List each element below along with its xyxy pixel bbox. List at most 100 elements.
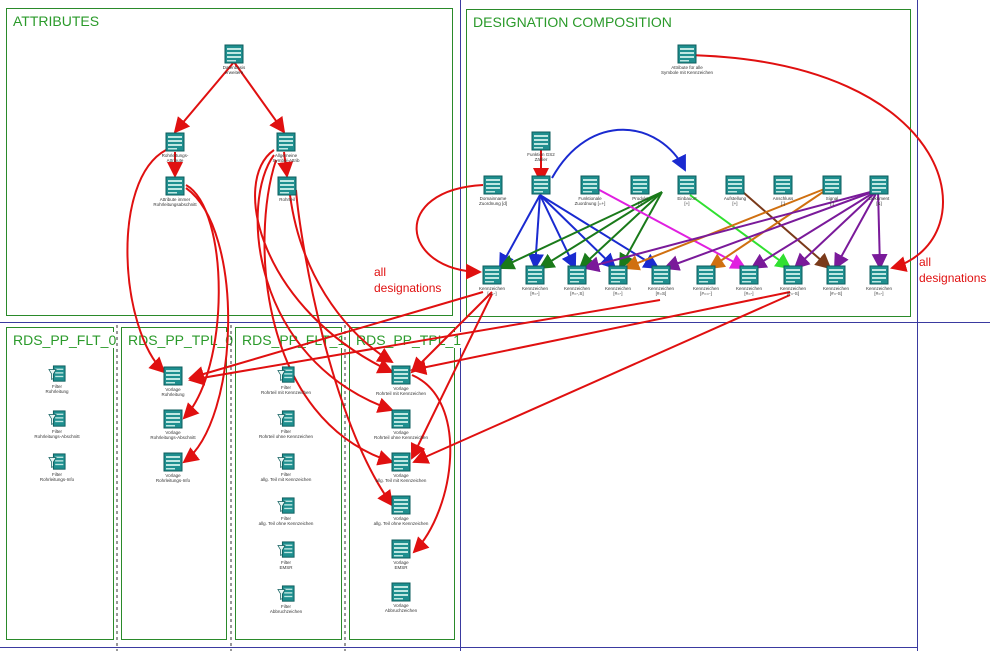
edge: [411, 374, 452, 554]
edge: [410, 291, 493, 374]
node-dc-l2[interactable]: Kennzeichen [#=-]: [490, 265, 580, 296]
tpl1-frame: RDS_PP_TPL_1: [349, 327, 462, 640]
table-node-icon: [391, 495, 411, 515]
node-dc-l10[interactable]: Kennzeichen [#=-]: [834, 265, 924, 296]
edge: [188, 291, 484, 382]
node-dc-l7[interactable]: Kennzeichen [#=-]: [704, 265, 794, 296]
node-t1-3[interactable]: Vorlage allg. Teil mit Kennzeichen: [356, 452, 446, 483]
node-t1-5[interactable]: Vorlage EMSR: [356, 539, 446, 570]
table-node-icon: [163, 409, 183, 429]
note-all-designations-right: all designations: [919, 255, 987, 285]
node-t1-1[interactable]: Vorlage Rohrteil mit Kennzeichen: [356, 365, 446, 396]
node-dc-l8[interactable]: Kennzeichen [#=-S]: [748, 265, 838, 296]
node-dc-u2[interactable]: [496, 175, 586, 196]
node-label: Rohrleitungs- Attribute: [161, 153, 189, 163]
edge: [623, 185, 833, 271]
table-node-icon: [580, 175, 600, 195]
edge: [684, 54, 944, 272]
node-attr-alle[interactable]: Allgemeine Symbol-Attrib: [241, 132, 331, 163]
node-f1-2[interactable]: Filter Rohrteil ohne Kennzeichen: [241, 410, 331, 439]
node-dc-u1[interactable]: Domainname Zuordnung [d]: [448, 175, 538, 206]
designation-frame: DESIGNATION COMPOSITION: [466, 9, 911, 317]
node-label: Kennzeichen [#=S]: [647, 286, 675, 296]
table-node-icon: [276, 132, 296, 152]
edge: [578, 191, 663, 270]
node-dc-l5[interactable]: Kennzeichen [#=S]: [616, 265, 706, 296]
node-label: Filter EMSR: [279, 560, 293, 570]
node-t0-2[interactable]: Vorlage Rohrleitungs-Abschnitt: [128, 409, 218, 440]
filter-node-icon: [48, 365, 66, 382]
node-label: Attribute immer Rohrleitungsabschnitt: [153, 197, 197, 207]
node-label: Attribute für alle Symbole mit Kennzeich…: [660, 65, 714, 75]
node-t1-6[interactable]: Vorlage Abbruchzeichen: [356, 582, 446, 613]
node-f1-4[interactable]: Filter allg. Teil ohne Kennzeichen: [241, 497, 331, 526]
node-attr-root[interactable]: Datenbasis erweitern: [189, 44, 279, 75]
node-label: Kennzeichen [#=-]: [865, 286, 893, 296]
swimlane-divider-right: [917, 0, 918, 651]
node-dc-u8[interactable]: Signal [;]: [787, 175, 877, 206]
node-f1-6[interactable]: Filter Abbruchzeichen: [241, 585, 331, 614]
node-dc-top[interactable]: Attribute für alle Symbole mit Kennzeich…: [642, 44, 732, 75]
table-node-icon: [483, 175, 503, 195]
edge: [295, 189, 394, 507]
node-dc-l6[interactable]: Kennzeichen [#==-]: [661, 265, 751, 296]
table-node-icon: [525, 265, 545, 285]
node-attr-rohr[interactable]: Rohrleitungs- Attribute: [130, 132, 220, 163]
node-t0-3[interactable]: Vorlage Rohrleitungs-Info: [128, 452, 218, 483]
tpl0-title: RDS_PP_TPL_0: [128, 332, 234, 348]
filter-node-icon: [277, 410, 295, 427]
node-dc-u6[interactable]: Aufstellung [+]: [690, 175, 780, 206]
table-node-icon: [826, 265, 846, 285]
node-label: Signal [;]: [825, 196, 839, 206]
node-label: Funktionale Zuordnung [=+]: [574, 196, 606, 206]
edge: [539, 194, 577, 270]
table-node-icon: [391, 582, 411, 602]
node-label: Kennzeichen [#=-S]: [779, 286, 807, 296]
node-f1-5[interactable]: Filter EMSR: [241, 541, 331, 570]
node-dc-u4[interactable]: Produkt [-]: [595, 175, 685, 206]
flt1-title: RDS_PP_FLT_1: [242, 332, 346, 348]
node-dc-l9[interactable]: Kennzeichen [#=-S]: [791, 265, 881, 296]
note-all-designations-left: all designations: [374, 265, 442, 295]
node-dc-l4[interactable]: Kennzeichen [#=-]: [573, 265, 663, 296]
node-label: Vorlage Rohrleitungs-Info: [155, 473, 191, 483]
node-dc-u7[interactable]: Anschluss [:]: [738, 175, 828, 206]
node-dc-u5[interactable]: Einbauort [+]: [642, 175, 732, 206]
node-label: Vorlage allg. Teil ohne Kennzeichen: [373, 516, 429, 526]
table-node-icon: [725, 175, 745, 195]
swimlane-divider-horizontal: [0, 322, 990, 323]
node-dc-u3[interactable]: Funktionale Zuordnung [=+]: [545, 175, 635, 206]
table-node-icon: [869, 175, 889, 195]
table-node-icon: [531, 131, 551, 151]
node-attr-rohrteil[interactable]: Rohrteil: [242, 176, 332, 202]
node-t0-1[interactable]: Vorlage Rohrleitung: [128, 366, 218, 397]
node-dc-fgs[interactable]: Funktion GS2 Zähler: [496, 131, 586, 162]
node-label: Vorlage Rohrteil mit Kennzeichen: [375, 386, 427, 396]
node-f0-2[interactable]: Filter Rohrleitungs-Abschnitt: [12, 410, 102, 439]
node-dc-l1[interactable]: Kennzeichen [==-]: [447, 265, 537, 296]
flt0-title: RDS_PP_FLT_0: [13, 332, 117, 348]
edge: [551, 128, 686, 179]
node-dc-u9[interactable]: Dokument [&]: [834, 175, 924, 206]
edge: [182, 187, 230, 464]
node-label: Anschluss [:]: [772, 196, 794, 206]
node-t1-4[interactable]: Vorlage allg. Teil ohne Kennzeichen: [356, 495, 446, 526]
table-node-icon: [391, 365, 411, 385]
table-node-icon: [165, 132, 185, 152]
node-attr-rohr2[interactable]: Attribute immer Rohrleitungsabschnitt: [130, 176, 220, 207]
table-node-icon: [163, 366, 183, 386]
node-f1-1[interactable]: Filter Rohrteil mit Kennzeichen: [241, 366, 331, 395]
node-label: Vorlage Rohrleitung: [161, 387, 185, 397]
node-f0-3[interactable]: Filter Rohrleitungs-Info: [12, 453, 102, 482]
node-dc-l3[interactable]: Kennzeichen [#=-,S]: [532, 265, 622, 296]
node-f1-3[interactable]: Filter allg. Teil mit Kennzeichen: [241, 453, 331, 482]
node-label: Kennzeichen [#==-]: [692, 286, 720, 296]
swimlane-divider-bottom: [0, 647, 917, 648]
node-f0-1[interactable]: Filter Rohrleitung: [12, 365, 102, 394]
node-label: Einbauort [+]: [677, 196, 697, 206]
node-label: Kennzeichen [==-]: [478, 286, 506, 296]
swimlane-divider-vertical: [460, 0, 461, 651]
attributes-frame: ATTRIBUTES: [6, 8, 453, 316]
edge: [538, 191, 663, 270]
node-t1-2[interactable]: Vorlage Rohrteil ohne Kennzeichen: [356, 409, 446, 440]
